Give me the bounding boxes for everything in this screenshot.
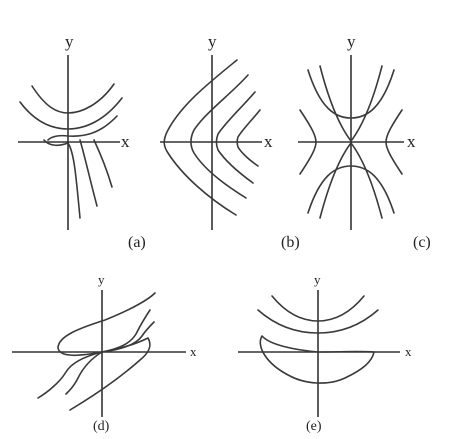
panel-a-caption: (a) <box>128 234 146 251</box>
panel-e: y x (e) <box>238 272 412 434</box>
panel-d-curve-1 <box>57 292 156 357</box>
panel-d-curve-5 <box>65 351 103 395</box>
panel-c-curve-4 <box>319 142 383 219</box>
panel-d: y x (d) <box>12 272 197 434</box>
panel-c-caption: (c) <box>413 234 431 251</box>
panel-d-curve-2 <box>101 321 155 353</box>
panel-e-curve-1 <box>257 309 379 334</box>
panel-d-x-label: x <box>190 344 197 359</box>
panel-a-x-label: x <box>121 132 130 151</box>
panel-a: y x (a) <box>18 32 146 251</box>
panel-d-curve-6 <box>69 337 151 411</box>
panel-d-curves <box>37 292 156 411</box>
panel-a-curve-3 <box>47 115 118 141</box>
panel-b-curves <box>163 59 261 216</box>
panel-b: y x (b) <box>160 32 300 251</box>
panel-b-curve-2 <box>190 74 249 199</box>
panel-c: y x (c) <box>298 32 431 251</box>
panel-b-curve-3 <box>215 91 256 184</box>
panel-d-curve-4 <box>37 351 103 399</box>
panel-e-y-label: y <box>314 272 321 287</box>
panel-c-curve-1 <box>307 69 395 119</box>
panel-c-curve-3 <box>307 165 395 214</box>
panel-b-curve-4 <box>236 109 261 167</box>
panel-c-x-label: x <box>407 132 416 151</box>
panel-c-y-label: y <box>347 32 356 51</box>
panel-e-curve-3 <box>259 335 375 384</box>
panel-e-curves <box>257 295 379 384</box>
panel-a-curve-2 <box>31 83 115 114</box>
panel-a-y-label: y <box>65 32 74 51</box>
panel-c-curve-2 <box>319 65 383 142</box>
panel-e-caption: (e) <box>306 419 322 434</box>
panel-e-x-label: x <box>405 344 412 359</box>
panel-c-curve-5 <box>299 109 317 175</box>
panel-b-caption: (b) <box>281 234 300 251</box>
panel-b-y-label: y <box>208 32 217 51</box>
panel-c-curve-6 <box>385 109 403 175</box>
panel-b-curve-1 <box>163 59 238 216</box>
panel-d-y-label: y <box>98 272 105 287</box>
panel-a-curve-5 <box>79 139 98 207</box>
panel-a-curve-1 <box>19 97 123 130</box>
panel-b-x-label: x <box>264 132 273 151</box>
panel-a-curve-6 <box>93 139 113 188</box>
panel-e-curve-2 <box>271 295 365 322</box>
panel-a-curves <box>19 83 123 219</box>
panel-c-curves <box>299 65 403 219</box>
panel-a-curve-4 <box>43 139 81 219</box>
panel-d-caption: (d) <box>93 419 110 434</box>
